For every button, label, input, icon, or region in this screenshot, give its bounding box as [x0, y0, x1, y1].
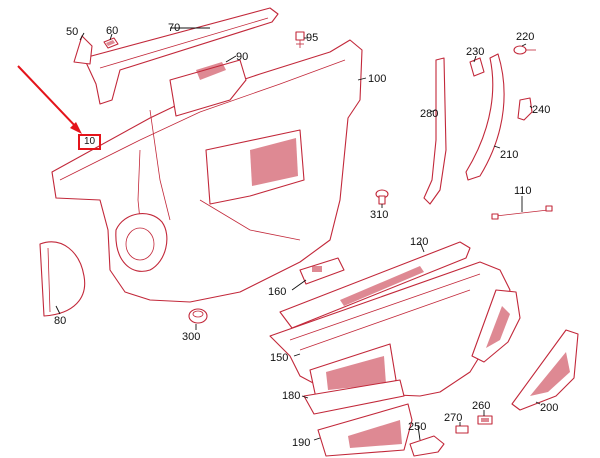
callout-50: 50 — [66, 26, 79, 38]
callout-190: 190 — [292, 437, 311, 449]
callout-310: 310 — [370, 209, 389, 221]
part-180-lower-trim — [303, 379, 405, 415]
callout-160: 160 — [268, 286, 287, 298]
callout-280: 280 — [420, 108, 439, 120]
part-110-rod — [491, 205, 553, 220]
part-95-fastener — [295, 31, 305, 48]
callout-80: 80 — [54, 315, 67, 327]
part-270-cap — [455, 425, 469, 434]
callout-100: 100 — [368, 73, 387, 85]
callout-120: 120 — [410, 236, 429, 248]
callout-240: 240 — [532, 104, 551, 116]
callout-110: 110 — [514, 185, 532, 197]
part-190-lower-panel — [317, 403, 413, 457]
part-300-plug — [188, 308, 208, 324]
callout-220: 220 — [516, 31, 535, 43]
part-310-screw — [375, 189, 389, 205]
part-160-switch-panel — [299, 257, 345, 285]
part-200-side-bin — [471, 289, 579, 411]
part-10-door-frame — [51, 39, 363, 303]
part-230-clip — [469, 57, 485, 77]
callout-95: 95 — [306, 32, 319, 44]
part-280-seal — [423, 57, 447, 205]
pointer-arrow — [17, 65, 82, 134]
part-50-corner-cover — [73, 35, 93, 65]
callout-270: 270 — [444, 412, 463, 424]
part-240-bracket — [517, 97, 533, 121]
callout-250: 250 — [408, 421, 427, 433]
part-220-bolt — [513, 45, 536, 55]
part-70-window-trim — [83, 7, 279, 105]
callout-230: 230 — [466, 46, 485, 58]
callout-210: 210 — [500, 149, 519, 161]
callout-90: 90 — [236, 51, 249, 63]
part-60-clip — [103, 37, 119, 49]
part-250-handle — [409, 435, 445, 457]
callout-60: 60 — [106, 25, 119, 37]
callout-10-highlight[interactable]: 10 — [78, 134, 101, 150]
callout-300: 300 — [182, 331, 201, 343]
leader-lines — [55, 27, 541, 441]
callout-260: 260 — [472, 400, 491, 412]
part-260-clip — [477, 415, 493, 425]
callout-200: 200 — [540, 402, 559, 414]
part-210-pillar-trim — [465, 53, 505, 181]
callout-150: 150 — [270, 352, 289, 364]
part-80-end-cap — [39, 241, 86, 317]
part-120-armrest-strip — [279, 241, 471, 329]
callout-70: 70 — [168, 22, 181, 34]
callout-180: 180 — [282, 390, 301, 402]
